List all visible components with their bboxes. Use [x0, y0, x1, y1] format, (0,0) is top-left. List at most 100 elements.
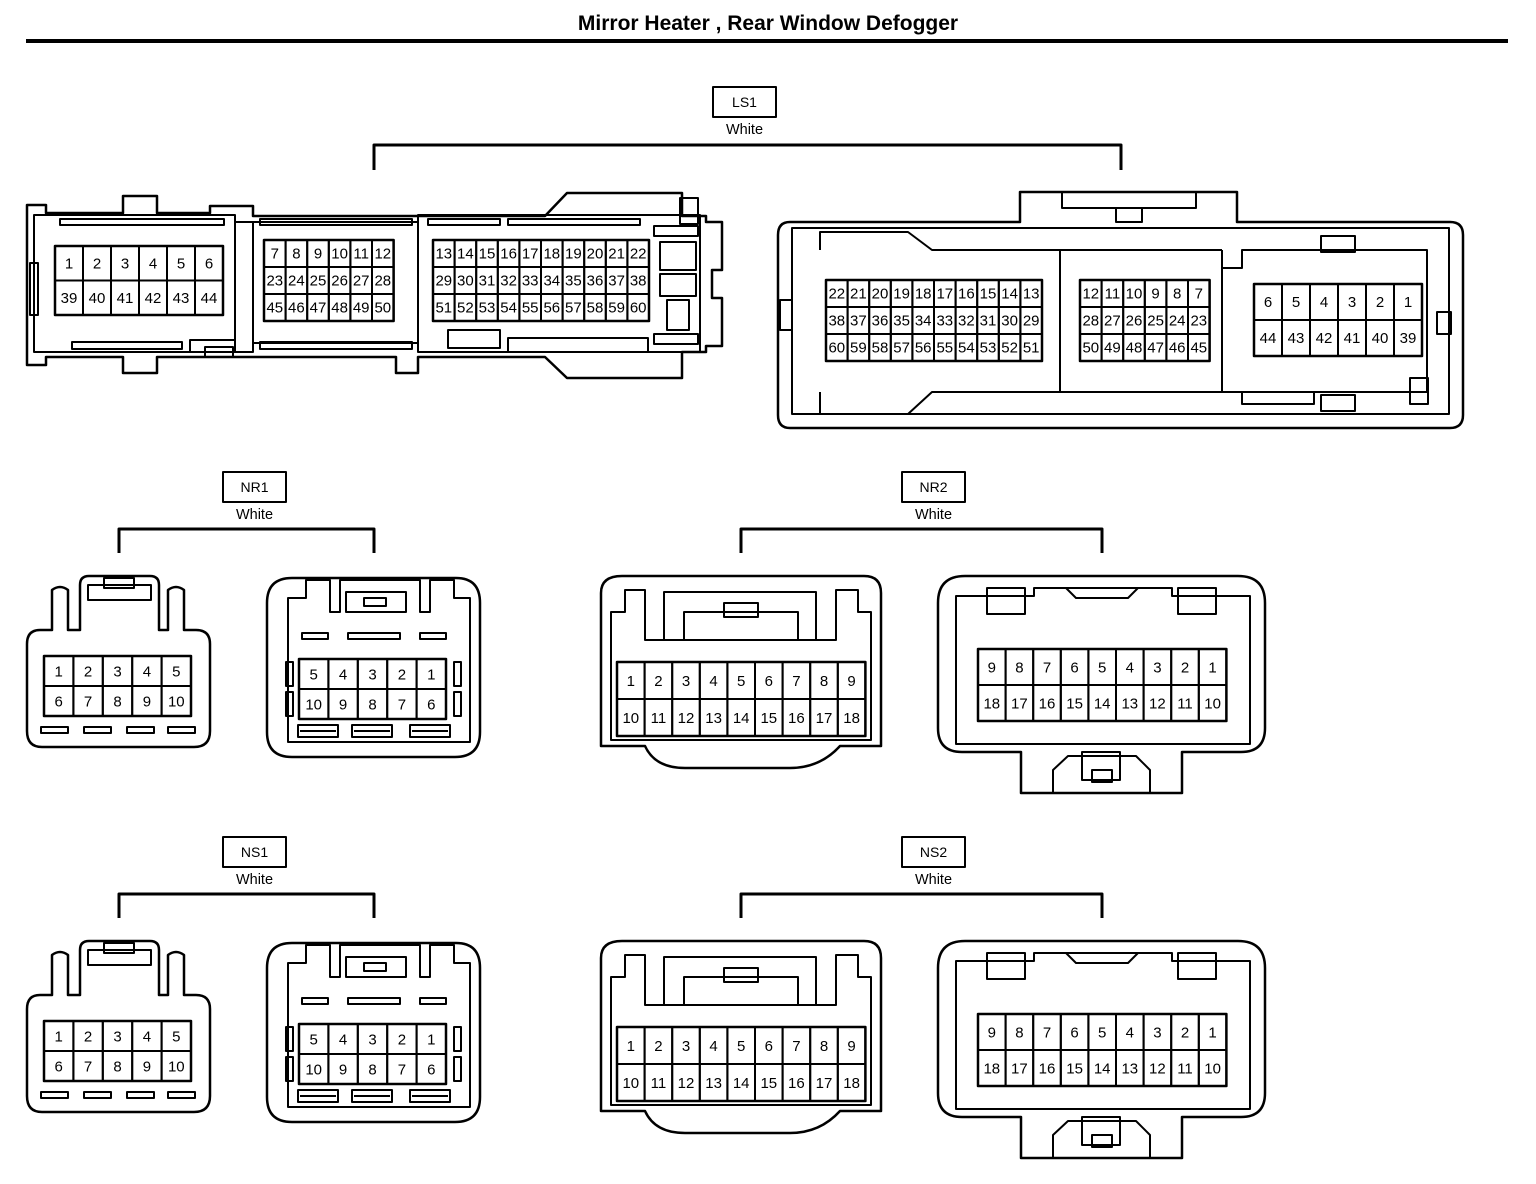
ns1-left-pin-5: 5 [172, 1028, 180, 1045]
ls1-right-pin-7: 7 [1195, 286, 1203, 303]
ns1-left-pin-7: 7 [84, 1058, 92, 1075]
nr1-right-pin-5: 5 [310, 666, 318, 683]
nr1-left-pin-9: 9 [143, 693, 151, 710]
ns2-left-pin-cell [836, 1063, 867, 1102]
nr2-right-pin-8: 8 [1015, 659, 1023, 676]
ls1-right-pin-17: 17 [936, 286, 953, 303]
ls1-right-pin-11: 11 [1105, 286, 1121, 303]
ls1-right-pin-12: 12 [1082, 286, 1099, 303]
connector-ns1-right-housing [265, 941, 482, 1124]
connector-nr1-left-housing [25, 574, 212, 749]
ls1-left-pin-51: 51 [435, 300, 452, 317]
ns1-right-pin-4: 4 [339, 1031, 347, 1048]
ns1-left-pin-2: 2 [84, 1028, 92, 1045]
ns2-left-pin-2: 2 [654, 1038, 662, 1055]
ls1-right-pin-44: 44 [1260, 330, 1277, 347]
connector-ls1-label: LS1 [732, 94, 757, 110]
ns1-right-pin-9: 9 [339, 1061, 347, 1078]
ls1-left-pin-19: 19 [565, 246, 582, 263]
ls1-left-pin-49: 49 [353, 300, 370, 317]
ls1-right-pin-56: 56 [915, 340, 932, 357]
ls1-right-pin-59: 59 [850, 340, 867, 357]
nr1-left-pin-3: 3 [113, 663, 121, 680]
nr2-left-pin-3: 3 [682, 673, 690, 690]
ls1-right-pin-42: 42 [1316, 330, 1333, 347]
ns1-left-pin-3: 3 [113, 1028, 121, 1045]
ls1-left-pin-17: 17 [522, 246, 539, 263]
ls1-left-pin-9: 9 [314, 246, 322, 263]
ns2-right-pin-15: 15 [1066, 1060, 1083, 1077]
nr1-right-pin-1: 1 [427, 666, 435, 683]
ls1-left-pin-28: 28 [374, 273, 391, 290]
nr1-right-pin-4: 4 [339, 666, 347, 683]
nr2-right-pin-2: 2 [1181, 659, 1189, 676]
nr2-right-pin-11: 11 [1177, 695, 1193, 712]
connector-ns2-header: NS2 White [739, 836, 1104, 918]
ls1-right-pin-16: 16 [958, 286, 975, 303]
nr1-left-pin-cell [160, 685, 193, 717]
ns2-left-pin-10: 10 [622, 1075, 639, 1092]
nr2-left-pin-9: 9 [847, 673, 855, 690]
ls1-right-pin-19: 19 [893, 286, 910, 303]
ls1-right-pin-cell [1019, 333, 1044, 362]
ls1-right-pin-8: 8 [1173, 286, 1181, 303]
ls1-left-pin-35: 35 [565, 273, 582, 290]
ns1-right-pin-6: 6 [427, 1061, 435, 1078]
ls1-left-pin-31: 31 [479, 273, 496, 290]
nr2-right-pin-15: 15 [1066, 695, 1083, 712]
ns2-right-pin-9: 9 [988, 1024, 996, 1041]
nr1-left-pin-6: 6 [55, 693, 63, 710]
ls1-right-pin-24: 24 [1169, 313, 1186, 330]
ns1-right-pin-7: 7 [398, 1061, 406, 1078]
connector-nr2-label: NR2 [919, 479, 947, 495]
ls1-left-pin-7: 7 [271, 246, 279, 263]
connector-ns1-color: White [236, 872, 273, 888]
ls1-right-pin-4: 4 [1320, 294, 1328, 311]
ls1-left-pin-47: 47 [310, 300, 327, 317]
ls1-right-pin-1: 1 [1404, 294, 1412, 311]
ls1-right-pin-38: 38 [828, 313, 845, 330]
ls1-right-pin-6: 6 [1264, 294, 1272, 311]
ls1-right-pin-60: 60 [828, 340, 845, 357]
ls1-right-pin-18: 18 [915, 286, 932, 303]
ls1-right-pin-14: 14 [1001, 286, 1018, 303]
nr2-right-pin-7: 7 [1043, 659, 1051, 676]
ns2-right-pin-13: 13 [1121, 1060, 1138, 1077]
nr2-right-pin-17: 17 [1011, 695, 1028, 712]
nr2-right-pin-10: 10 [1204, 695, 1221, 712]
ns2-right-pin-17: 17 [1011, 1060, 1028, 1077]
ns1-right-pin-2: 2 [398, 1031, 406, 1048]
ns2-right-pin-10: 10 [1204, 1060, 1221, 1077]
ls1-right-pin-54: 54 [958, 340, 975, 357]
ls1-right-pin-46: 46 [1169, 340, 1186, 357]
ls1-right-pin-5: 5 [1292, 294, 1300, 311]
ls1-right-pin-21: 21 [850, 286, 867, 303]
ls1-left-pin-15: 15 [479, 246, 496, 263]
ls1-right-pin-37: 37 [850, 313, 867, 330]
nr2-right-pin-4: 4 [1126, 659, 1134, 676]
nr1-right-pin-8: 8 [368, 696, 376, 713]
ns2-right-pin-4: 4 [1126, 1024, 1134, 1041]
connector-ns2-label: NS2 [920, 844, 947, 860]
nr1-left-pin-1: 1 [55, 663, 63, 680]
ls1-right-pin-28: 28 [1082, 313, 1099, 330]
nr1-left-pin-8: 8 [113, 693, 121, 710]
nr2-left-pin-7: 7 [792, 673, 800, 690]
ns2-left-pin-5: 5 [737, 1038, 745, 1055]
ls1-left-pin-5: 5 [177, 255, 185, 272]
ns2-right-pin-14: 14 [1094, 1060, 1111, 1077]
ls1-left-pin-2: 2 [93, 255, 101, 272]
nr1-left-pin-4: 4 [143, 663, 151, 680]
nr2-right-pin-14: 14 [1094, 695, 1111, 712]
ls1-left-pin-59: 59 [608, 300, 625, 317]
nr1-right-pin-10: 10 [305, 696, 322, 713]
ns2-left-pin-11: 11 [651, 1075, 667, 1092]
nr2-left-pin-10: 10 [622, 710, 639, 727]
ls1-left-pin-39: 39 [61, 290, 78, 307]
ns1-right-pin-5: 5 [310, 1031, 318, 1048]
